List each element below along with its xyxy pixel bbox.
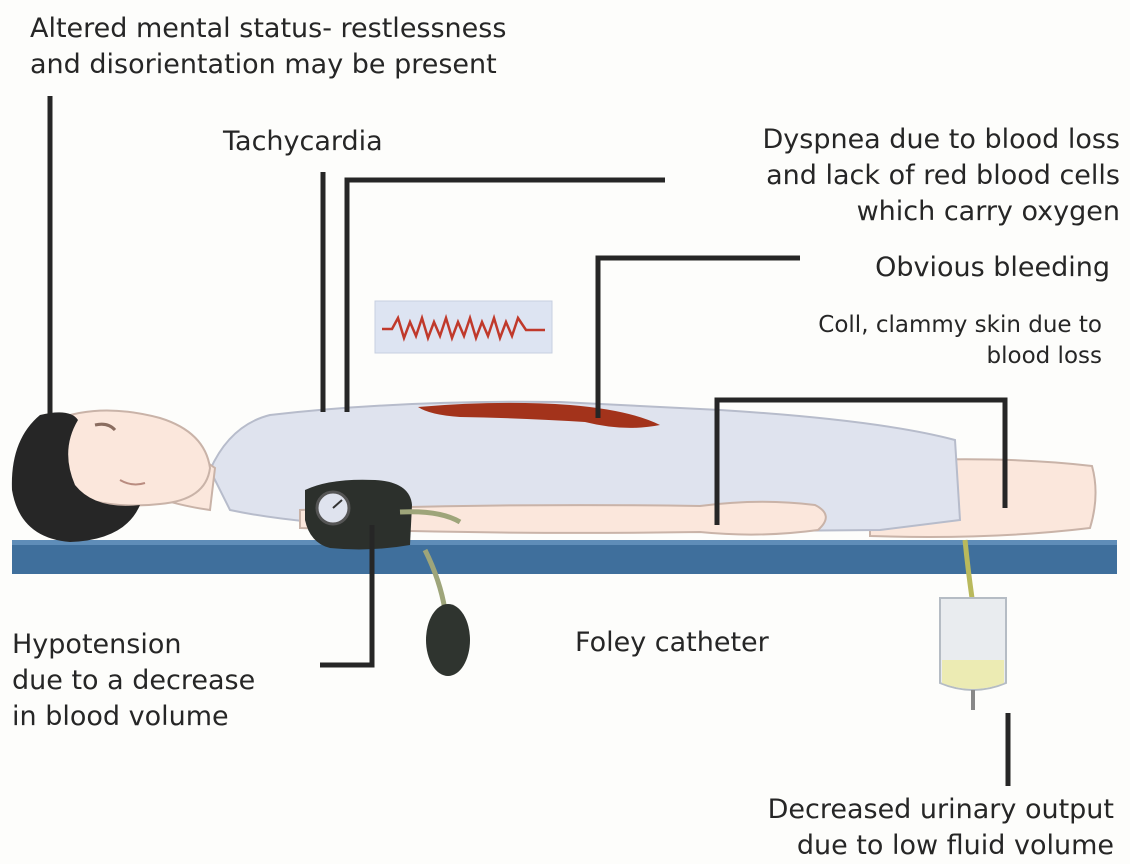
ecg-monitor-icon — [375, 301, 552, 353]
label-bleeding: Obvious bleeding — [875, 250, 1110, 286]
label-skin: Coll, clammy skin due to blood loss — [818, 310, 1102, 372]
label-foley: Foley catheter — [575, 625, 769, 661]
leader-bleeding — [598, 258, 800, 418]
label-hypotension: Hypotension due to a decrease in blood v… — [12, 627, 255, 735]
label-urinary: Decreased urinary output due to low flui… — [768, 792, 1114, 864]
label-dyspnea: Dyspnea due to blood loss and lack of re… — [762, 122, 1120, 230]
label-mental-status: Altered mental status- restlessness and … — [30, 11, 506, 83]
label-tachycardia: Tachycardia — [223, 124, 383, 160]
leader-dyspnea — [347, 180, 665, 412]
stretcher-table — [12, 540, 1117, 574]
